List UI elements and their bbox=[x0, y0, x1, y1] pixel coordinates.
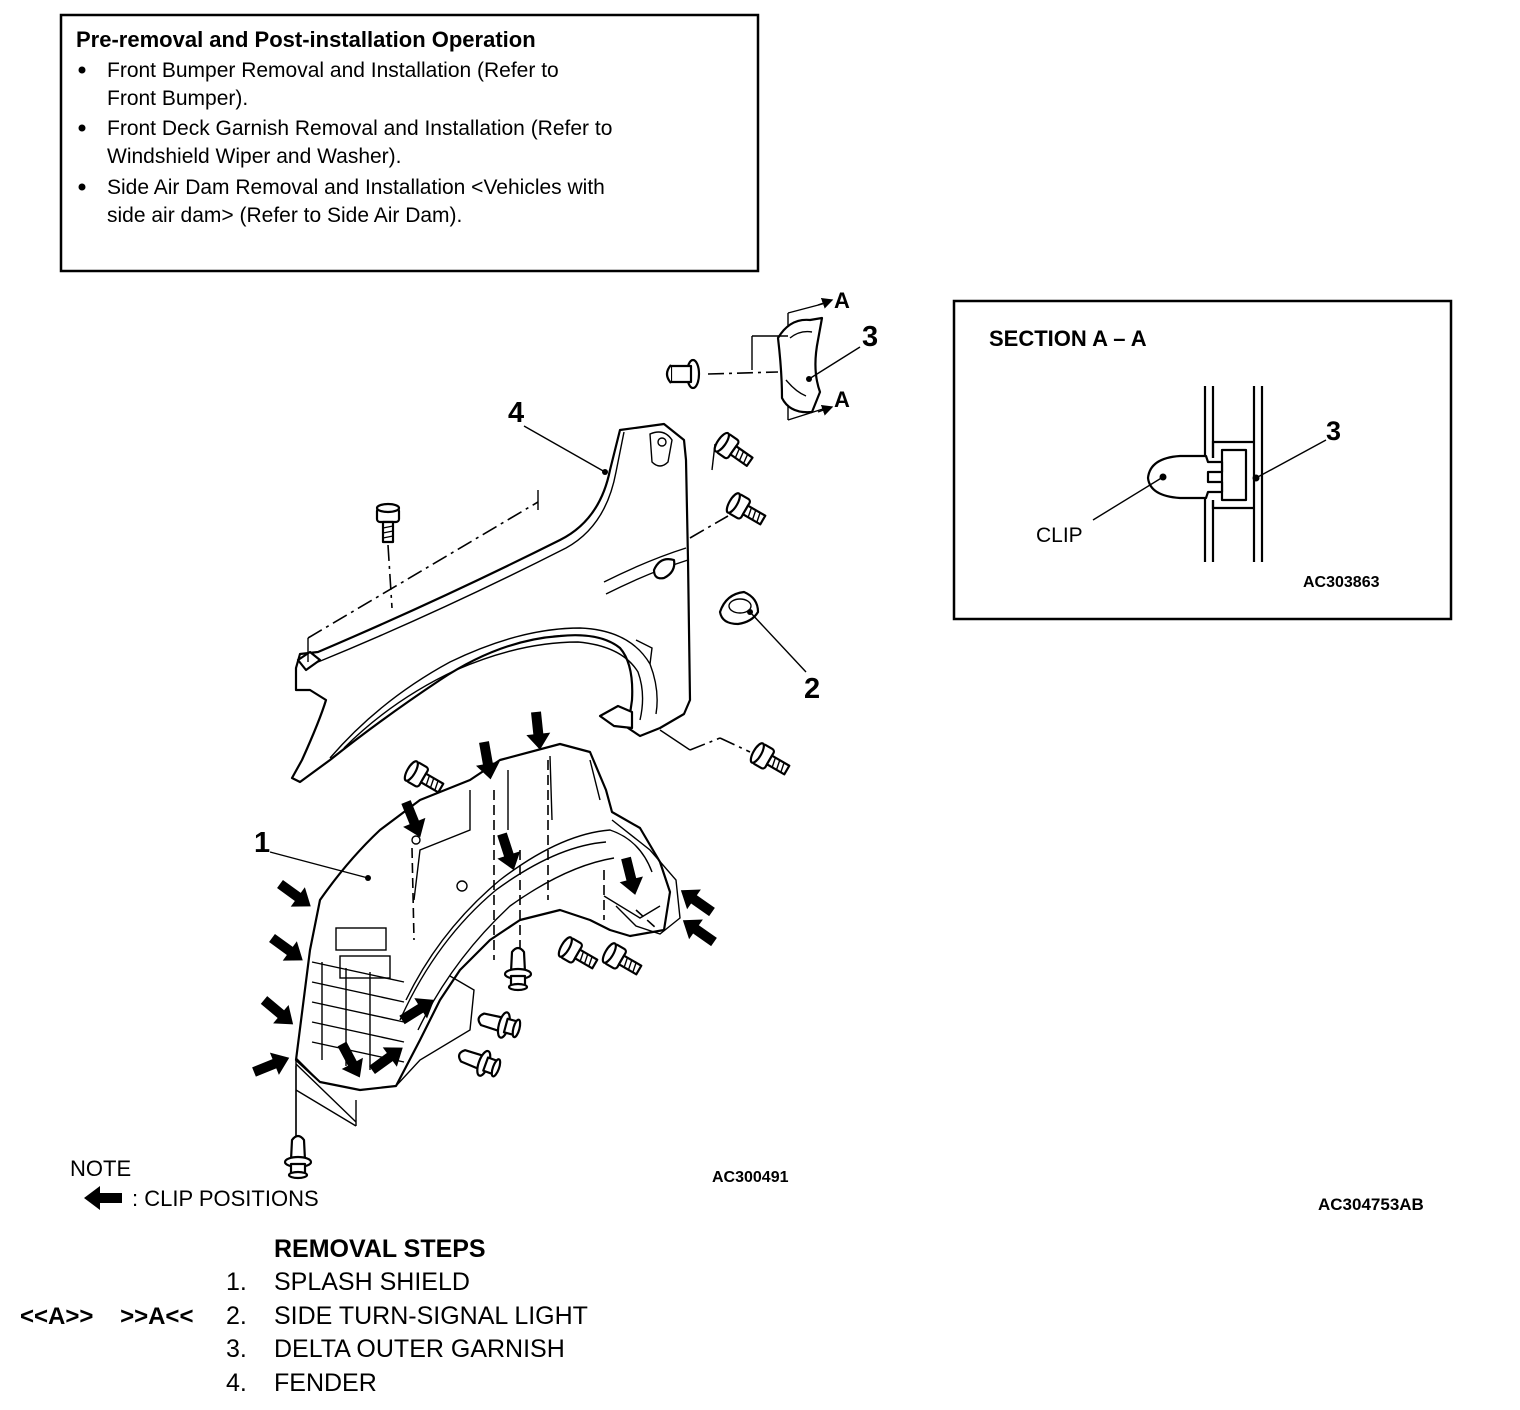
splash-shield-push-clip bbox=[474, 1004, 524, 1043]
section-title: SECTION A – A bbox=[989, 326, 1147, 351]
splash-shield-push-clip bbox=[503, 946, 533, 992]
info-box-title: Pre-removal and Post-installation Operat… bbox=[76, 27, 536, 52]
clip-positions-label: : CLIP POSITIONS bbox=[132, 1186, 319, 1211]
section-panel-drawing bbox=[1146, 386, 1264, 562]
step-number: 4. bbox=[226, 1369, 247, 1397]
delta-outer-garnish-drawing bbox=[707, 298, 861, 421]
section-figure-code: AC303863 bbox=[1303, 574, 1380, 591]
info-bullet-1-line2: Front Bumper). bbox=[107, 87, 248, 110]
fender-bolt bbox=[747, 740, 794, 781]
note-title: NOTE bbox=[70, 1156, 131, 1181]
clip-label: CLIP bbox=[1036, 524, 1083, 547]
section-part-number: 3 bbox=[1326, 416, 1341, 446]
step-number: 3. bbox=[226, 1335, 247, 1363]
bullet-dot bbox=[78, 183, 86, 191]
clip-position-legend-arrow bbox=[84, 1186, 122, 1210]
sheet-code: AC304753AB bbox=[1318, 1195, 1424, 1214]
fender-bolt bbox=[723, 490, 770, 531]
info-bullet-3-line1: Side Air Dam Removal and Installation <V… bbox=[107, 176, 605, 199]
callout-3: 3 bbox=[862, 321, 878, 353]
section-marker-bottom: A bbox=[834, 387, 850, 412]
clip-position-arrow bbox=[524, 710, 552, 752]
clip-position-arrow bbox=[673, 880, 719, 922]
info-bullet-3-line2: side air dam> (Refer to Side Air Dam). bbox=[107, 204, 462, 227]
clip-position-arrow bbox=[249, 1046, 294, 1084]
pre-removal-info-box: Pre-removal and Post-installation Operat… bbox=[59, 13, 760, 273]
splash-shield-push-clip bbox=[453, 1041, 505, 1083]
info-bullet-1-line1: Front Bumper Removal and Installation (R… bbox=[107, 59, 559, 82]
splash-shield-drawing bbox=[269, 742, 681, 1150]
garnish-clip bbox=[665, 358, 701, 390]
fender-bolt bbox=[711, 429, 758, 472]
step-number: 1. bbox=[226, 1268, 247, 1296]
splash-shield-bolt bbox=[599, 940, 646, 981]
fender-bolt bbox=[375, 502, 401, 544]
step-label: FENDER bbox=[274, 1369, 377, 1397]
side-turn-signal-light-drawing bbox=[718, 590, 807, 673]
section-marker-top: A bbox=[834, 288, 850, 313]
main-figure-code: AC300491 bbox=[712, 1169, 789, 1186]
callout-4: 4 bbox=[508, 397, 524, 429]
step-label: DELTA OUTER GARNISH bbox=[274, 1335, 565, 1363]
callout-2: 2 bbox=[804, 673, 820, 705]
clip-position-arrow bbox=[264, 928, 310, 971]
removal-steps: REMOVAL STEPS <<A>> >>A<< 1. SPLASH SHIE… bbox=[20, 1235, 588, 1397]
clip-position-arrow bbox=[675, 910, 721, 952]
info-bullet-2-line1: Front Deck Garnish Removal and Installat… bbox=[107, 117, 612, 140]
step-label: SPLASH SHIELD bbox=[274, 1268, 470, 1296]
service-point-marks: <<A>> >>A<< bbox=[20, 1303, 193, 1330]
callout-1: 1 bbox=[254, 827, 270, 859]
step-label: SIDE TURN-SIGNAL LIGHT bbox=[274, 1302, 588, 1330]
garnish-leader-line bbox=[1255, 439, 1327, 479]
fender-drawing bbox=[290, 422, 751, 784]
removal-steps-title: REMOVAL STEPS bbox=[274, 1235, 486, 1263]
splash-shield-push-clip bbox=[283, 1134, 313, 1180]
step-number: 2. bbox=[226, 1302, 247, 1330]
section-a-a-box: SECTION A – A CLIP 3 AC303863 bbox=[952, 299, 1453, 621]
bullet-dot bbox=[78, 124, 86, 132]
clip-position-arrow bbox=[256, 990, 301, 1034]
splash-shield-bolt bbox=[555, 934, 602, 975]
info-bullet-2-line2: Windshield Wiper and Washer). bbox=[107, 145, 402, 168]
note-legend: NOTE : CLIP POSITIONS bbox=[70, 1156, 319, 1211]
clip-leader-line bbox=[1092, 476, 1164, 521]
clip-position-arrow bbox=[272, 874, 318, 917]
bullet-dot bbox=[78, 66, 86, 74]
